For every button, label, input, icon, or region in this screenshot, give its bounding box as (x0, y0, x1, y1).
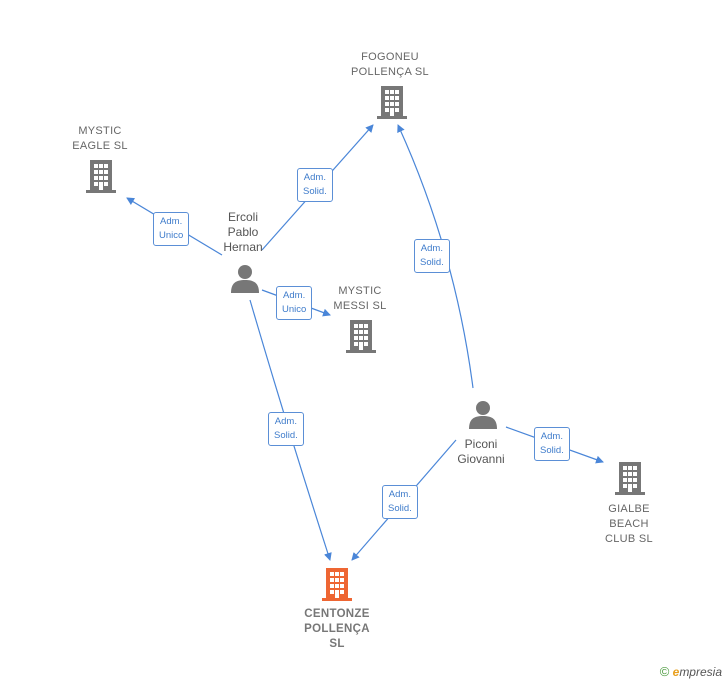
mystic-eagle-label[interactable]: MYSTIC EAGLE SL (72, 125, 128, 152)
mystic-messi-building-icon[interactable] (346, 320, 376, 353)
edge-label-piconi-gialbe: Adm. Solid. (534, 427, 570, 461)
gialbe-building-icon[interactable] (615, 462, 645, 495)
piconi-label[interactable]: Piconi Giovanni (457, 437, 505, 466)
brand-initial: e (672, 665, 680, 679)
mystic-messi-label[interactable]: MYSTIC MESSI SL (333, 285, 387, 312)
edge-label-piconi-fogoneu: Adm. Solid. (414, 239, 450, 273)
brand-rest: mpresia (679, 665, 722, 679)
edge-label-ercoli-messi: Adm. Unico (276, 286, 313, 320)
piconi-person-icon[interactable] (469, 401, 497, 429)
fogoneu-label[interactable]: FOGONEU POLLENÇA SL (351, 51, 429, 78)
mystic-eagle-building-icon[interactable] (86, 160, 116, 193)
edge-label-piconi-centonze: Adm. Solid. (382, 485, 418, 519)
edge-label-ercoli-eagle: Adm. Unico (153, 212, 190, 246)
edge-label-ercoli-centonze: Adm. Solid. (268, 412, 304, 446)
edge-label-ercoli-fogoneu: Adm. Solid. (297, 168, 333, 202)
centonze-building-icon[interactable] (322, 568, 352, 601)
centonze-label[interactable]: CENTONZE POLLENÇA SL (304, 608, 370, 650)
ercoli-person-icon[interactable] (231, 265, 259, 293)
fogoneu-building-icon[interactable] (377, 86, 407, 119)
empresia-watermark: © empresia (660, 664, 722, 679)
copyright-symbol: © (659, 664, 670, 679)
ercoli-label[interactable]: Ercoli Pablo Hernan (223, 210, 263, 254)
gialbe-label[interactable]: GIALBE BEACH CLUB SL (605, 503, 653, 545)
